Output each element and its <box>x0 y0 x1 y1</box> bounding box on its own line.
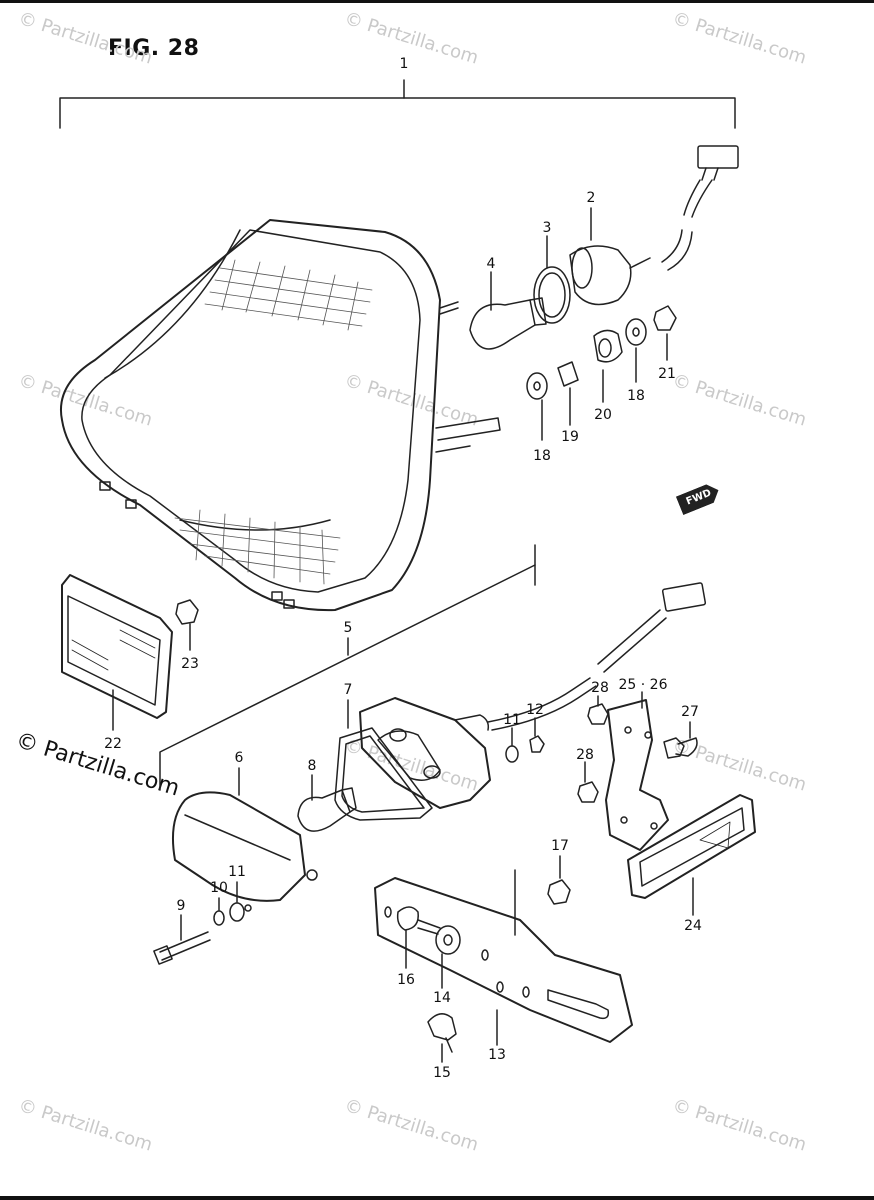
callout-20[interactable]: 20 <box>594 407 612 423</box>
bulb-4 <box>469 297 547 350</box>
callout-11[interactable]: 11 <box>503 712 521 728</box>
bolt-16 <box>396 906 419 931</box>
callout-7[interactable]: 7 <box>343 682 353 698</box>
callout-13[interactable]: 13 <box>488 1047 506 1063</box>
callout-24[interactable]: 24 <box>684 918 702 934</box>
nut-17 <box>547 879 571 905</box>
callout-15[interactable]: 15 <box>433 1065 451 1081</box>
washer-18-upper <box>625 318 647 346</box>
license-housing <box>359 697 491 809</box>
callout-9[interactable]: 9 <box>176 898 186 914</box>
callout-23[interactable]: 23 <box>181 656 199 672</box>
bottom-border <box>0 1196 874 1200</box>
callout-19[interactable]: 19 <box>561 429 579 445</box>
callout-25-26[interactable]: 25 · 26 <box>618 677 668 693</box>
callout-1[interactable]: 1 <box>399 56 409 72</box>
gasket-7 <box>334 727 433 821</box>
callout-28[interactable]: 28 <box>576 747 594 763</box>
callout-5[interactable]: 5 <box>343 620 353 636</box>
callout-10[interactable]: 10 <box>210 880 228 896</box>
washer-14 <box>435 925 461 955</box>
callout-6[interactable]: 6 <box>234 750 244 766</box>
gasket-3 <box>533 266 571 324</box>
connector-lower <box>661 582 707 612</box>
bracket-1 <box>59 97 736 129</box>
callout-17[interactable]: 17 <box>551 838 569 854</box>
callout-14[interactable]: 14 <box>433 990 451 1006</box>
reflector-24 <box>627 794 756 899</box>
callout-2[interactable]: 2 <box>586 190 596 206</box>
bracket-25-26 <box>605 699 669 851</box>
grommet-20 <box>593 329 623 363</box>
bolt-27 <box>663 737 685 759</box>
callout-28[interactable]: 28 <box>591 680 609 696</box>
top-border <box>0 0 874 3</box>
callout-3[interactable]: 3 <box>542 220 552 236</box>
plate-bracket-13 <box>374 877 633 1043</box>
spacer-19 <box>557 361 579 387</box>
lens-6 <box>172 791 318 912</box>
tail-light-housing <box>60 219 501 612</box>
figure-title: FIG. 28 <box>108 36 200 61</box>
callout-18[interactable]: 18 <box>627 388 645 404</box>
callout-4[interactable]: 4 <box>486 256 496 272</box>
callout-8[interactable]: 8 <box>307 758 317 774</box>
callout-11[interactable]: 11 <box>228 864 246 880</box>
callout-22[interactable]: 22 <box>104 736 122 752</box>
reflector-22 <box>61 574 173 719</box>
bulb-8 <box>297 787 357 832</box>
callout-16[interactable]: 16 <box>397 972 415 988</box>
socket-2 <box>569 245 651 306</box>
callout-21[interactable]: 21 <box>658 366 676 382</box>
callout-18[interactable]: 18 <box>533 448 551 464</box>
nut-23 <box>175 599 199 625</box>
callout-27[interactable]: 27 <box>681 704 699 720</box>
callout-12[interactable]: 12 <box>526 702 544 718</box>
rivet-15 <box>427 1013 457 1041</box>
nut-21 <box>653 305 677 331</box>
washer-18 <box>526 372 548 400</box>
connector-top <box>661 145 739 271</box>
